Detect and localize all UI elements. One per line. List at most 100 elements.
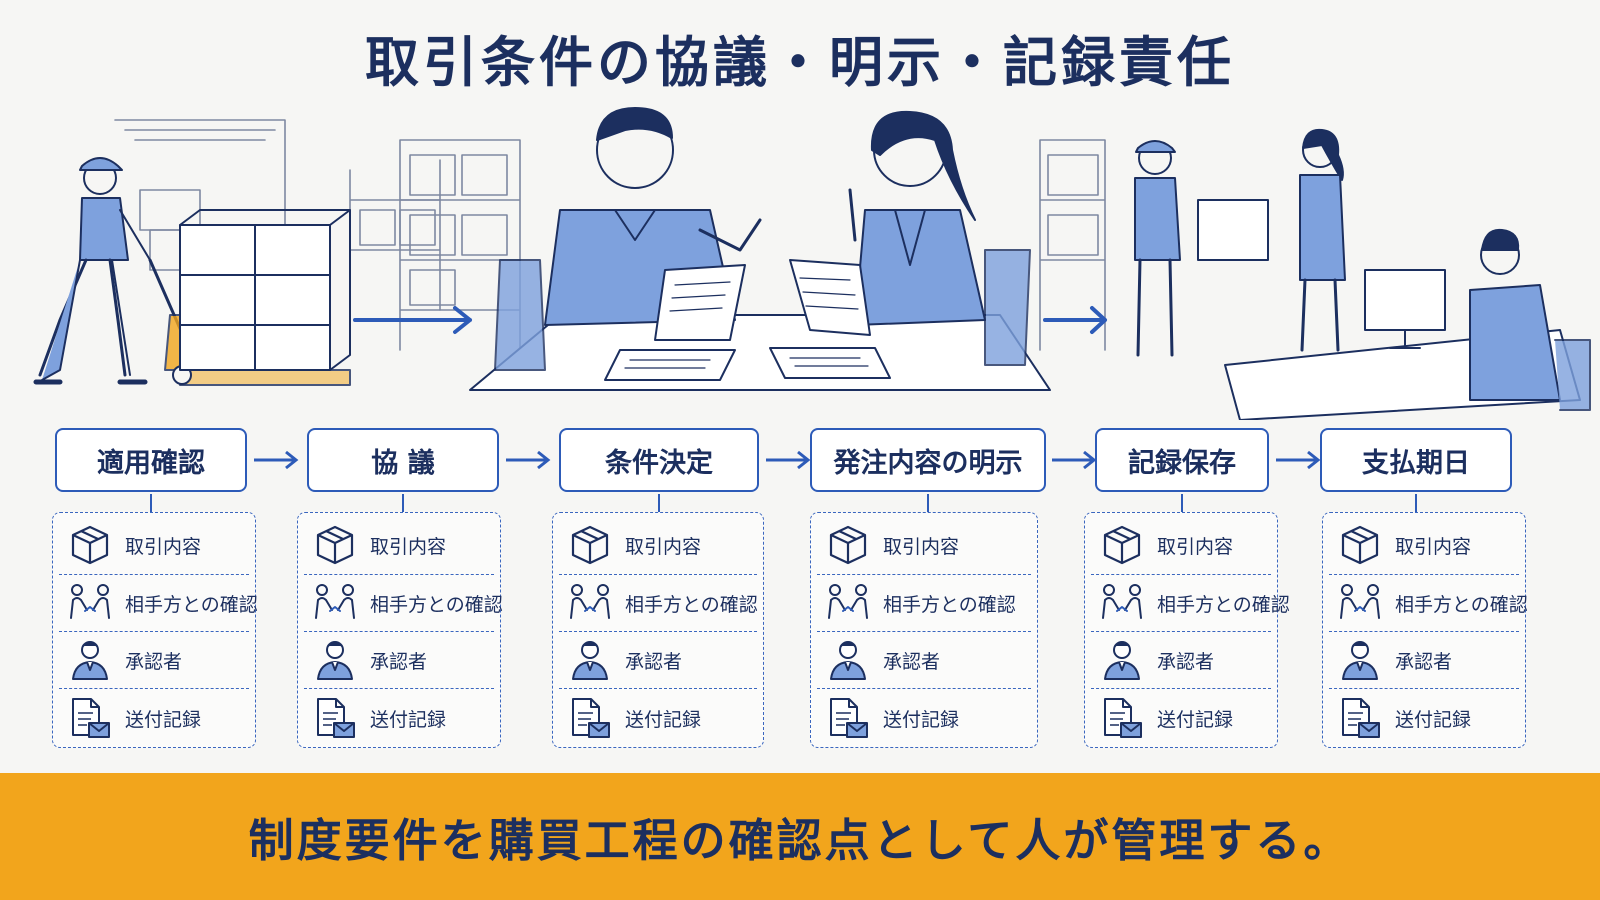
page-title: 取引条件の協議・明示・記録責任 xyxy=(365,31,1235,94)
step-arrow-icon xyxy=(506,450,551,470)
checklist-row-transaction: 取引内容 xyxy=(1323,517,1525,573)
handshake-people-icon xyxy=(1102,584,1142,619)
checklist-row-counterparty: 相手方との確認 xyxy=(53,575,258,631)
checklist-row-transaction: 取引内容 xyxy=(811,517,1037,573)
connector-line xyxy=(150,494,152,512)
approver-person-icon xyxy=(72,641,108,680)
checklist-row-delivery-record: 送付記録 xyxy=(1323,690,1525,746)
connector-line xyxy=(658,494,660,512)
checklist-row-counterparty: 相手方との確認 xyxy=(1085,575,1290,631)
approver-person-icon xyxy=(830,641,866,680)
checklist-card: 取引内容 相手方との確認 承認者 xyxy=(1322,512,1528,748)
meeting-scene xyxy=(469,107,1051,391)
step-label: 条件決定 xyxy=(605,447,713,479)
checklist-label: 取引内容 xyxy=(1157,535,1234,558)
step-box: 発注内容の明示 xyxy=(810,428,1046,492)
box-icon xyxy=(571,525,609,565)
checklist-row-counterparty: 相手方との確認 xyxy=(811,575,1037,631)
handshake-people-icon xyxy=(828,584,868,619)
step-arrow-icon xyxy=(1052,450,1097,470)
worker-pallet-jack xyxy=(33,157,351,386)
handover-scene xyxy=(1134,128,1591,420)
document-mail-icon xyxy=(830,698,868,738)
checklist-row-approver: 承認者 xyxy=(553,632,763,688)
checklist-label: 承認者 xyxy=(370,650,428,673)
step-box: 協 議 xyxy=(307,428,499,492)
handshake-people-icon xyxy=(315,584,355,619)
step-label: 発注内容の明示 xyxy=(833,447,1023,479)
handshake-people-icon xyxy=(570,584,610,619)
step-label: 協 議 xyxy=(371,447,435,479)
checklist-row-delivery-record: 送付記録 xyxy=(811,690,1037,746)
handshake-people-icon xyxy=(70,584,110,619)
checklist-row-counterparty: 相手方との確認 xyxy=(298,575,503,631)
checklist-label: 承認者 xyxy=(883,650,941,673)
scene-arrow-1 xyxy=(353,306,472,334)
box-icon xyxy=(71,525,109,565)
scene-arrow-2 xyxy=(1043,306,1107,334)
step-arrow-icon xyxy=(1276,450,1321,470)
illustration-scene xyxy=(33,107,1591,420)
checklist-label: 取引内容 xyxy=(1395,535,1472,558)
checklist-label: 相手方との確認 xyxy=(125,593,258,616)
checklist-label: 送付記録 xyxy=(883,708,960,731)
checklist-row-delivery-record: 送付記録 xyxy=(298,690,500,746)
checklist-label: 承認者 xyxy=(1395,650,1453,673)
checklist-label: 送付記録 xyxy=(1157,708,1234,731)
box-icon xyxy=(316,525,354,565)
checklist-label: 相手方との確認 xyxy=(1395,593,1528,616)
checklist-row-counterparty: 相手方との確認 xyxy=(553,575,763,631)
checklist-card: 取引内容 相手方との確認 承認者 xyxy=(52,512,258,748)
step-label: 記録保存 xyxy=(1128,447,1236,479)
approver-person-icon xyxy=(572,641,608,680)
checklist-label: 送付記録 xyxy=(125,708,202,731)
checklist-row-approver: 承認者 xyxy=(1323,632,1525,688)
handshake-people-icon xyxy=(1340,584,1380,619)
checklist-row-approver: 承認者 xyxy=(53,632,255,688)
checklist-label: 送付記録 xyxy=(370,708,447,731)
checklist-label: 相手方との確認 xyxy=(1157,593,1290,616)
process-steps: 適用確認 協 議 条件決定 発注内容の明示 記録保存 支払期日 xyxy=(0,428,1600,498)
connector-line xyxy=(1415,494,1417,512)
document-mail-icon xyxy=(1104,698,1142,738)
approver-person-icon xyxy=(317,641,353,680)
document-mail-icon xyxy=(317,698,355,738)
checklist-card: 取引内容 相手方との確認 承認者 xyxy=(1084,512,1290,748)
checklist-label: 相手方との確認 xyxy=(883,593,1016,616)
checklist-label: 承認者 xyxy=(125,650,183,673)
checklist-row-approver: 承認者 xyxy=(298,632,500,688)
checklist-row-approver: 承認者 xyxy=(1085,632,1277,688)
checklist-row-transaction: 取引内容 xyxy=(1085,517,1277,573)
connector-line xyxy=(402,494,404,512)
box-icon xyxy=(1341,525,1379,565)
summary-banner: 制度要件を購買工程の確認点として人が管理する。 xyxy=(0,773,1600,900)
banner-text: 制度要件を購買工程の確認点として人が管理する。 xyxy=(248,814,1352,867)
checklist-card: 取引内容 相手方との確認 承認者 xyxy=(810,512,1038,748)
document-mail-icon xyxy=(72,698,110,738)
connector-line xyxy=(927,494,929,512)
checklist-label: 取引内容 xyxy=(883,535,960,558)
step-label: 適用確認 xyxy=(97,447,205,479)
checklist-label: 承認者 xyxy=(625,650,683,673)
checklist-label: 取引内容 xyxy=(370,535,447,558)
step-arrow-icon xyxy=(766,450,811,470)
checklist-label: 取引内容 xyxy=(625,535,702,558)
box-icon xyxy=(829,525,867,565)
checklist-label: 取引内容 xyxy=(125,535,202,558)
step-box: 記録保存 xyxy=(1095,428,1269,492)
connector-line xyxy=(1181,494,1183,512)
step-box: 適用確認 xyxy=(55,428,247,492)
checklist-row-delivery-record: 送付記録 xyxy=(553,690,763,746)
checklist-row-transaction: 取引内容 xyxy=(53,517,255,573)
checklist-label: 相手方との確認 xyxy=(370,593,503,616)
checklist-label: 送付記録 xyxy=(1395,708,1472,731)
checklist-card: 取引内容 相手方との確認 承認者 xyxy=(552,512,764,748)
checklist-card: 取引内容 相手方との確認 承認者 xyxy=(297,512,503,748)
step-arrow-icon xyxy=(254,450,299,470)
document-mail-icon xyxy=(572,698,610,738)
checklist-row-transaction: 取引内容 xyxy=(553,517,763,573)
checklist-label: 送付記録 xyxy=(625,708,702,731)
step-box: 支払期日 xyxy=(1320,428,1512,492)
checklist-label: 承認者 xyxy=(1157,650,1215,673)
checklist-row-counterparty: 相手方との確認 xyxy=(1323,575,1528,631)
